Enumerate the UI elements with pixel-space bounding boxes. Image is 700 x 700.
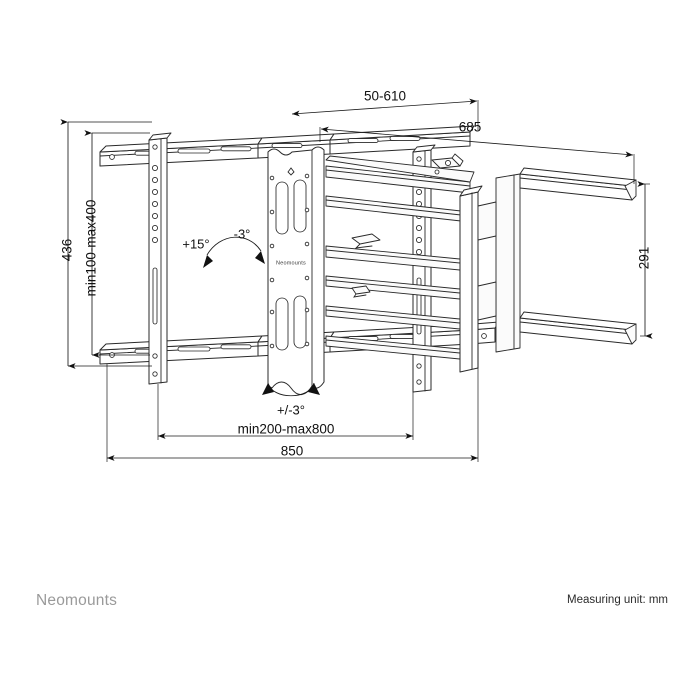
dimension-width-vesa: min200-max800 <box>157 384 414 440</box>
angle-roll-indicator: +/-3° <box>262 382 320 417</box>
screen-bracket <box>477 167 637 353</box>
angle-annotations: +15° -3° +/-3° <box>182 226 320 417</box>
vesa-plate: Neomounts <box>267 146 325 395</box>
dimension-depth-range: 50-610 <box>291 89 479 130</box>
dimension-label-685: 685 <box>459 120 482 135</box>
product-assembly: Neomounts <box>99 125 637 395</box>
dimension-height-vesa: min100-max400 <box>84 130 150 358</box>
dimension-height-overall: 436 <box>60 119 152 369</box>
dimension-annotations: 436 min100-max400 50-610 685 <box>60 89 653 462</box>
wall-bracket-left <box>148 132 172 385</box>
wall-rail-upper <box>99 133 335 167</box>
angle-label-roll: +/-3° <box>277 402 305 417</box>
articulating-arm <box>325 153 475 361</box>
dimension-label-50-610: 50-610 <box>364 89 406 104</box>
dimension-label-min200max800: min200-max800 <box>238 422 335 437</box>
angle-label-tilt-down: -3° <box>234 226 251 241</box>
dimension-label-850: 850 <box>281 444 304 459</box>
dimension-label-min100max400: min100-max400 <box>84 200 99 297</box>
dimension-extension-max: 685 <box>319 120 635 184</box>
angle-tilt-indicator: +15° -3° <box>182 226 265 268</box>
plate-logo-text: Neomounts <box>276 260 306 266</box>
dimension-height-screen: 291 <box>637 181 653 339</box>
angle-label-tilt-up: +15° <box>182 236 209 251</box>
dimension-label-291: 291 <box>637 247 652 270</box>
dimension-label-436: 436 <box>60 239 75 262</box>
dimension-width-overall: 850 <box>106 344 479 462</box>
